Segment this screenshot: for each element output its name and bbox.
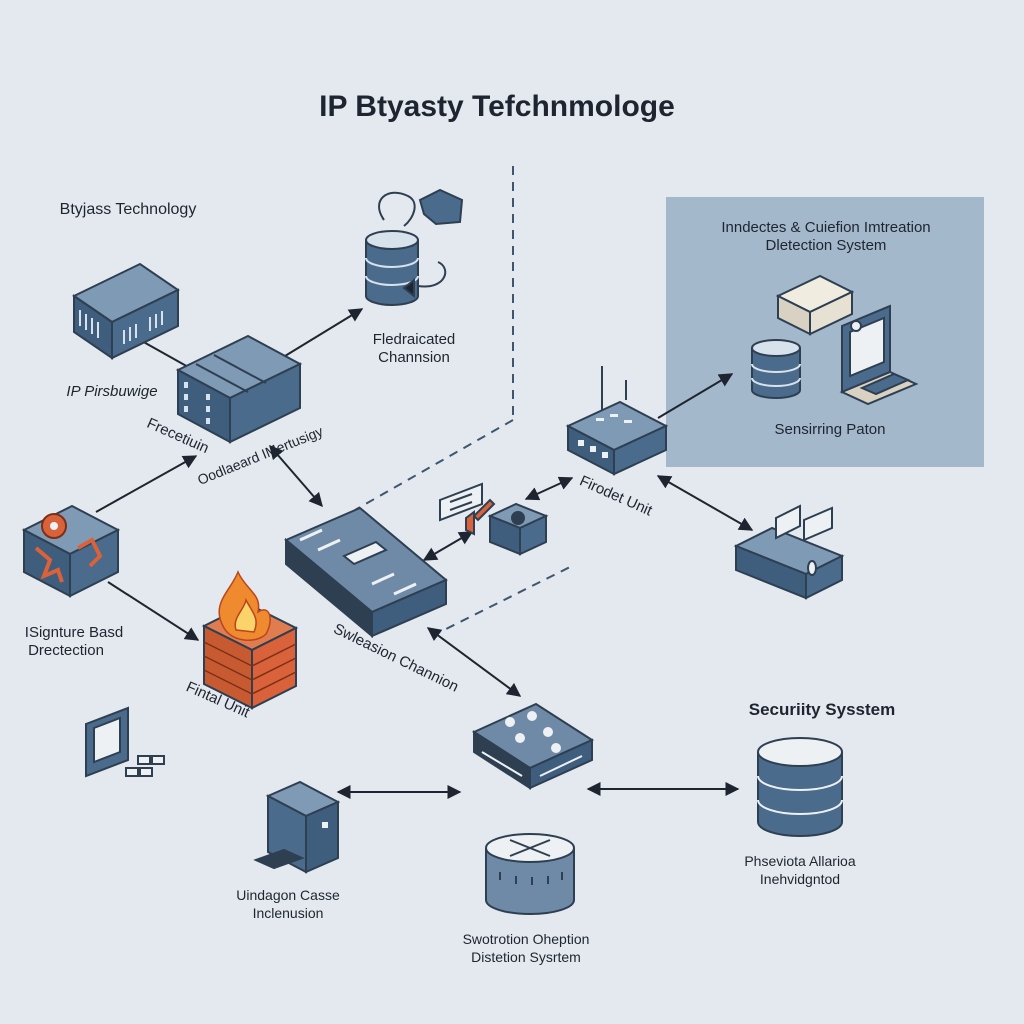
label-phseviola-1: Phseviota Allarioa bbox=[744, 853, 856, 869]
flame-icon bbox=[218, 570, 271, 641]
connection-arrows bbox=[95, 308, 754, 799]
page-title: IP Btyasty Tefchnmologe bbox=[319, 90, 675, 123]
label-uindagon-2: Inclenusion bbox=[253, 905, 324, 921]
desktop-tower-icon bbox=[253, 780, 341, 874]
open-box-icon bbox=[733, 504, 845, 600]
label-bypass-technology: Btyjass Technology bbox=[60, 201, 197, 218]
label-ids-panel-1: Inndectes & Cuiefion Imtreation bbox=[721, 219, 930, 236]
label-fledraicated-1: Fledraicated bbox=[373, 331, 456, 348]
hub-icon bbox=[471, 702, 595, 790]
router-icon bbox=[565, 366, 669, 476]
adapter-icon bbox=[439, 482, 496, 536]
laptop-icon bbox=[839, 304, 919, 406]
network-plug-icon bbox=[378, 188, 464, 299]
label-swotrotion-2: Distetion Sysrtem bbox=[471, 949, 581, 965]
dashed-separator-lines bbox=[354, 166, 575, 637]
label-signature-1: ISignture Basd bbox=[25, 624, 123, 641]
database-icon bbox=[365, 230, 419, 306]
gear-box-icon bbox=[21, 504, 121, 598]
database-icon bbox=[757, 737, 843, 837]
server-rack-icon bbox=[175, 334, 303, 444]
label-signature-2: Drectection bbox=[28, 642, 104, 659]
database-icon bbox=[751, 339, 801, 399]
switch-icon bbox=[284, 506, 448, 639]
label-security-system: Securiity Sysstem bbox=[749, 700, 895, 719]
label-uindagon-1: Uindagon Casse bbox=[236, 887, 340, 903]
printer-box-icon bbox=[775, 274, 855, 336]
monitor-icon bbox=[85, 706, 165, 778]
label-phseviola-2: Inehvidgntod bbox=[760, 871, 840, 887]
cylinder-router-icon bbox=[485, 833, 575, 915]
label-swotrotion-1: Swotrotion Ohеption bbox=[463, 931, 590, 947]
server-icon bbox=[72, 262, 180, 360]
label-firodet-unit: Firodet Unit bbox=[577, 472, 655, 519]
sensor-box-icon bbox=[487, 502, 549, 556]
label-ids-panel-2: Dletection System bbox=[766, 237, 887, 254]
ids-panel bbox=[666, 197, 984, 467]
label-sensirring-paton: Sensirring Paton bbox=[775, 421, 886, 438]
label-swleadion: Swleasion Channion bbox=[331, 620, 461, 695]
label-ip-pirsbuwige: IP Pirsbuwige bbox=[66, 383, 157, 400]
label-fledraicated-2: Channsion bbox=[378, 349, 450, 366]
